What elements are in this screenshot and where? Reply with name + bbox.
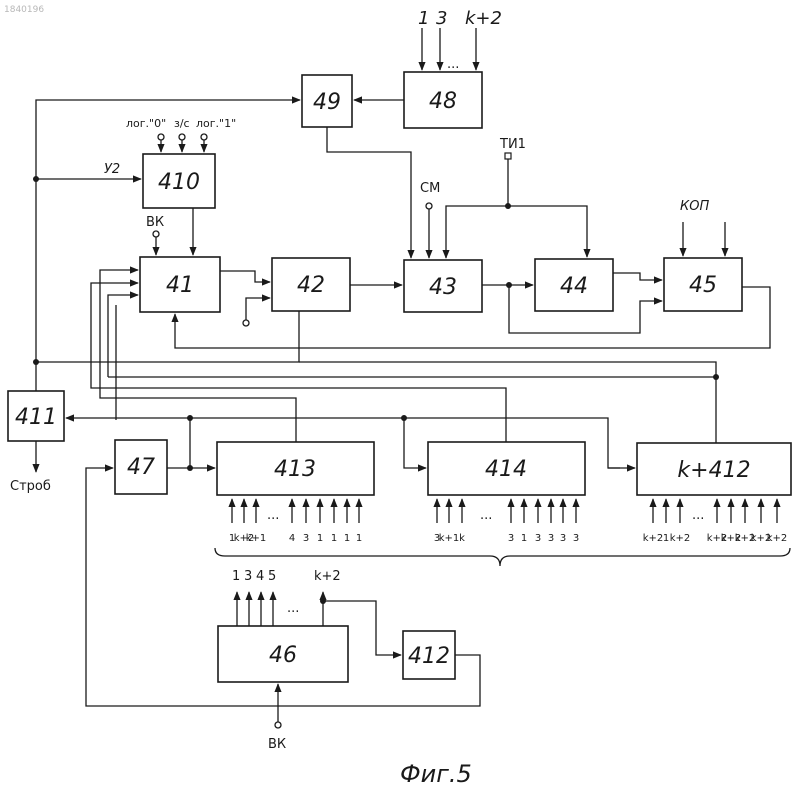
log0-label: лог."0" — [126, 117, 166, 130]
wire-41-to-42 — [220, 271, 270, 282]
kop-label: КОП — [680, 199, 709, 214]
block-413-label: 413 — [274, 457, 316, 482]
pin-label: 1 — [331, 533, 337, 544]
pin-dots: ... — [267, 508, 279, 523]
block-k412: k+412 — [637, 443, 791, 495]
wire-to-414 — [404, 418, 426, 468]
pins-413: 1k+2k+1431111... — [229, 499, 362, 544]
document-number: 1840196 — [4, 5, 44, 15]
block-49: 49 — [302, 75, 352, 127]
pin-label: k+2 — [767, 533, 788, 544]
block-47-label: 47 — [127, 455, 155, 480]
outputs-46: 1 3 4 5 ... k+2 — [232, 569, 341, 626]
junction-dot — [713, 374, 719, 380]
ti1-label: ТИ1 — [499, 137, 526, 152]
junction-dot — [320, 598, 326, 604]
inputs-48: 1 3 ... k+2 — [418, 8, 502, 72]
vk-top-input: ВК — [146, 215, 164, 255]
block-46: 46 — [218, 626, 348, 682]
pin-label: 1 — [356, 533, 362, 544]
pin-label: 4 — [289, 533, 295, 544]
u2-label: У2 — [104, 162, 120, 177]
ti1-input: ТИ1 — [446, 137, 587, 258]
wire-44-to-45 — [613, 273, 662, 280]
wire-k412-to-bus — [299, 362, 716, 443]
block-411: 411 — [8, 391, 64, 441]
pin-label: k — [459, 533, 465, 544]
figure-caption: Фиг.5 — [400, 760, 472, 788]
block-43-label: 43 — [429, 275, 457, 300]
pin-label: 3 — [573, 533, 579, 544]
terminal-42 — [243, 298, 270, 326]
block-41: 41 — [140, 257, 220, 312]
wire-k412-to-41 — [108, 295, 138, 377]
pin-label: 3 — [303, 533, 309, 544]
vk-bottom-input: ВК — [268, 684, 286, 752]
vk-bottom-label: ВК — [268, 737, 286, 752]
pin-label: 3 — [560, 533, 566, 544]
pin-dots: ... — [692, 508, 704, 523]
cm-input: СМ — [420, 181, 440, 258]
kop-input: КОП — [680, 199, 725, 256]
block-41-label: 41 — [166, 273, 194, 298]
block-45: 45 — [664, 258, 742, 311]
block-k412-label: k+412 — [677, 458, 750, 483]
block-45-label: 45 — [689, 273, 717, 298]
pin-label: 3 — [535, 533, 541, 544]
block-414-label: 414 — [485, 457, 527, 482]
block-410: 410 — [143, 154, 215, 208]
pin-label: 1 — [344, 533, 350, 544]
pin-label: k+1 — [246, 533, 267, 544]
zc-label: з/с — [174, 117, 190, 130]
block-43: 43 — [404, 260, 482, 312]
cm-label: СМ — [420, 181, 440, 196]
block-48-label: 48 — [429, 89, 457, 114]
out46-label-4: 4 — [256, 569, 264, 584]
out46-label-3: 3 — [244, 569, 252, 584]
vk-top-label: ВК — [146, 215, 164, 230]
block-411-label: 411 — [15, 405, 57, 430]
pin-label: k+2 — [670, 533, 691, 544]
block-42: 42 — [272, 258, 350, 311]
terminals-410: лог."0" з/с лог."1" — [126, 117, 236, 152]
block-48: 48 — [404, 72, 482, 128]
block-47: 47 — [115, 440, 167, 494]
wire-49-to-43 — [327, 127, 411, 258]
input-48-label-k2: k+2 — [465, 8, 502, 29]
pin-label: 1 — [317, 533, 323, 544]
pin-label: 3 — [548, 533, 554, 544]
pins-414: 3k+1k313333... — [434, 499, 579, 544]
input-48-label-1: 1 — [418, 8, 429, 29]
pin-dots: ... — [480, 508, 492, 523]
junction-dot — [187, 465, 193, 471]
block-413: 413 — [217, 442, 374, 495]
pin-label: 3 — [508, 533, 514, 544]
block-44: 44 — [535, 259, 613, 311]
log1-label: лог."1" — [196, 117, 236, 130]
pin-label: k+2 — [643, 533, 664, 544]
input-48-dots: ... — [447, 57, 459, 72]
block-49-label: 49 — [313, 90, 341, 115]
input-48-label-3: 3 — [436, 8, 447, 29]
strob-label: Строб — [10, 479, 51, 494]
out46-dots: ... — [287, 601, 299, 616]
block-42-label: 42 — [297, 273, 325, 298]
out46-label-1: 1 — [232, 569, 240, 584]
wire-42-to-bus — [36, 311, 299, 362]
block-412-label: 412 — [408, 644, 450, 669]
out46-label-5: 5 — [268, 569, 276, 584]
pin-label: 1 — [663, 533, 669, 544]
block-410-label: 410 — [158, 170, 200, 195]
group-brace — [215, 548, 790, 566]
pin-label: 1 — [521, 533, 527, 544]
out46-label-k2: k+2 — [314, 569, 341, 584]
block-44-label: 44 — [560, 274, 588, 299]
pin-label: k+1 — [439, 533, 460, 544]
block-46-label: 46 — [269, 643, 297, 668]
pins-k412: k+21k+2k+2k+2k+2k+2k+2... — [643, 499, 788, 544]
block-412: 412 — [403, 631, 455, 679]
block-414: 414 — [428, 442, 585, 495]
